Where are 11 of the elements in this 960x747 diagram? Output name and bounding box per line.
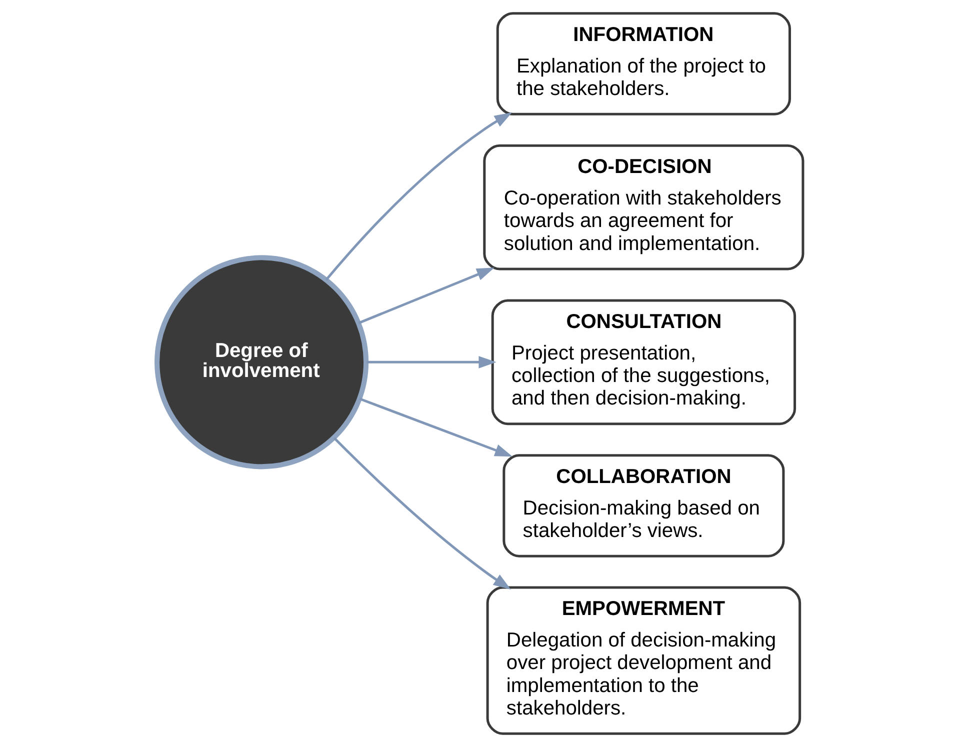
arrow	[358, 268, 494, 324]
node-box: CO-DECISION Co-operation with stakeholders towards an agreement for solution and implementation.	[483, 144, 804, 270]
node-box: COLLABORATION Decision-making based on stakeholder’s views.	[502, 454, 785, 558]
arrow	[333, 437, 511, 590]
node-box: INFORMATION Explanation of the project to the stakeholders.	[496, 12, 791, 116]
node-circle: Degree of involvement	[154, 255, 369, 470]
arrow	[325, 112, 512, 281]
arrow	[359, 398, 513, 457]
arrow	[366, 356, 496, 368]
node-box: EMPOWERMENT Delegation of decision-making over project development and implementation to the stakeholders.	[486, 586, 802, 735]
node-box: CONSULTATION Project presentation, collection of the suggestions, and then decision-making.	[491, 299, 796, 426]
